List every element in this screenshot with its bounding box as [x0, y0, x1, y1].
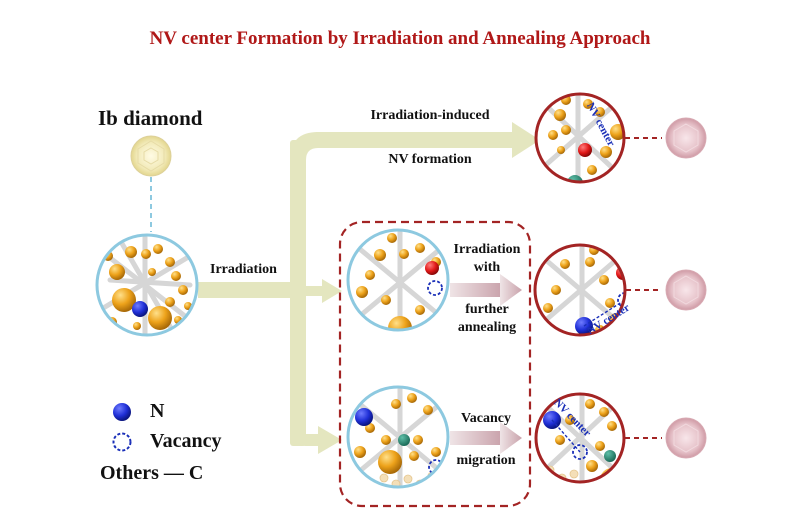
legend-others-label: Others — C — [100, 462, 204, 484]
crystal-result-migration — [534, 392, 626, 484]
legend-symbols — [112, 403, 132, 452]
migration-arrowhead — [500, 422, 522, 454]
annealing-arrow-shaft — [450, 283, 502, 297]
legend-vacancy-ring — [112, 432, 132, 452]
legend-nitrogen-dot — [113, 403, 131, 421]
bottom-path-line1: Vacancy — [460, 411, 512, 426]
top-path-label-line1: Irradiation-induced — [370, 108, 490, 123]
top-corner — [290, 132, 318, 160]
middle-path-line2: with — [473, 260, 501, 275]
middle-path-line4: annealing — [457, 320, 517, 335]
middle-path-line1: Irradiation — [453, 242, 521, 257]
arrow-network — [198, 122, 540, 454]
crystal-result-annealing — [533, 243, 627, 337]
legend-vacancy-label: Vacancy — [150, 430, 222, 452]
annealing-region-box — [338, 220, 532, 508]
legend-nitrogen-label: N — [150, 400, 165, 422]
step-arrows — [450, 274, 522, 454]
irradiation-label: Irradiation — [210, 262, 277, 277]
result-connectors — [625, 137, 662, 439]
nv-gem-2 — [665, 269, 707, 311]
crystal-vacancy-migration — [346, 385, 450, 489]
top-path-label-line2: NV formation — [388, 152, 472, 167]
top-branch-arrowhead — [512, 122, 540, 158]
ib-diamond-label: Ib diamond — [98, 106, 203, 130]
diagram-title: NV center Formation by Irradiation and A… — [149, 28, 651, 49]
ib-diamond-gem — [130, 135, 172, 177]
bottom-branch-arrowhead — [318, 426, 342, 454]
migration-arrow-shaft — [450, 431, 502, 445]
vertical-trunk — [290, 140, 306, 446]
nv-gem-3 — [665, 417, 707, 459]
crystal-ib-diamond — [95, 233, 199, 337]
crystal-irradiated — [346, 228, 450, 332]
annealing-arrowhead — [500, 274, 522, 306]
middle-branch-arrowhead — [322, 279, 342, 303]
bottom-corner — [290, 430, 320, 446]
top-branch-shaft — [316, 132, 512, 148]
middle-branch-shaft — [304, 286, 324, 296]
irradiation-arrow-shaft — [198, 282, 294, 298]
nv-gem-1 — [665, 117, 707, 159]
bottom-path-line2: migration — [456, 453, 516, 468]
middle-path-line3: further — [465, 302, 509, 317]
